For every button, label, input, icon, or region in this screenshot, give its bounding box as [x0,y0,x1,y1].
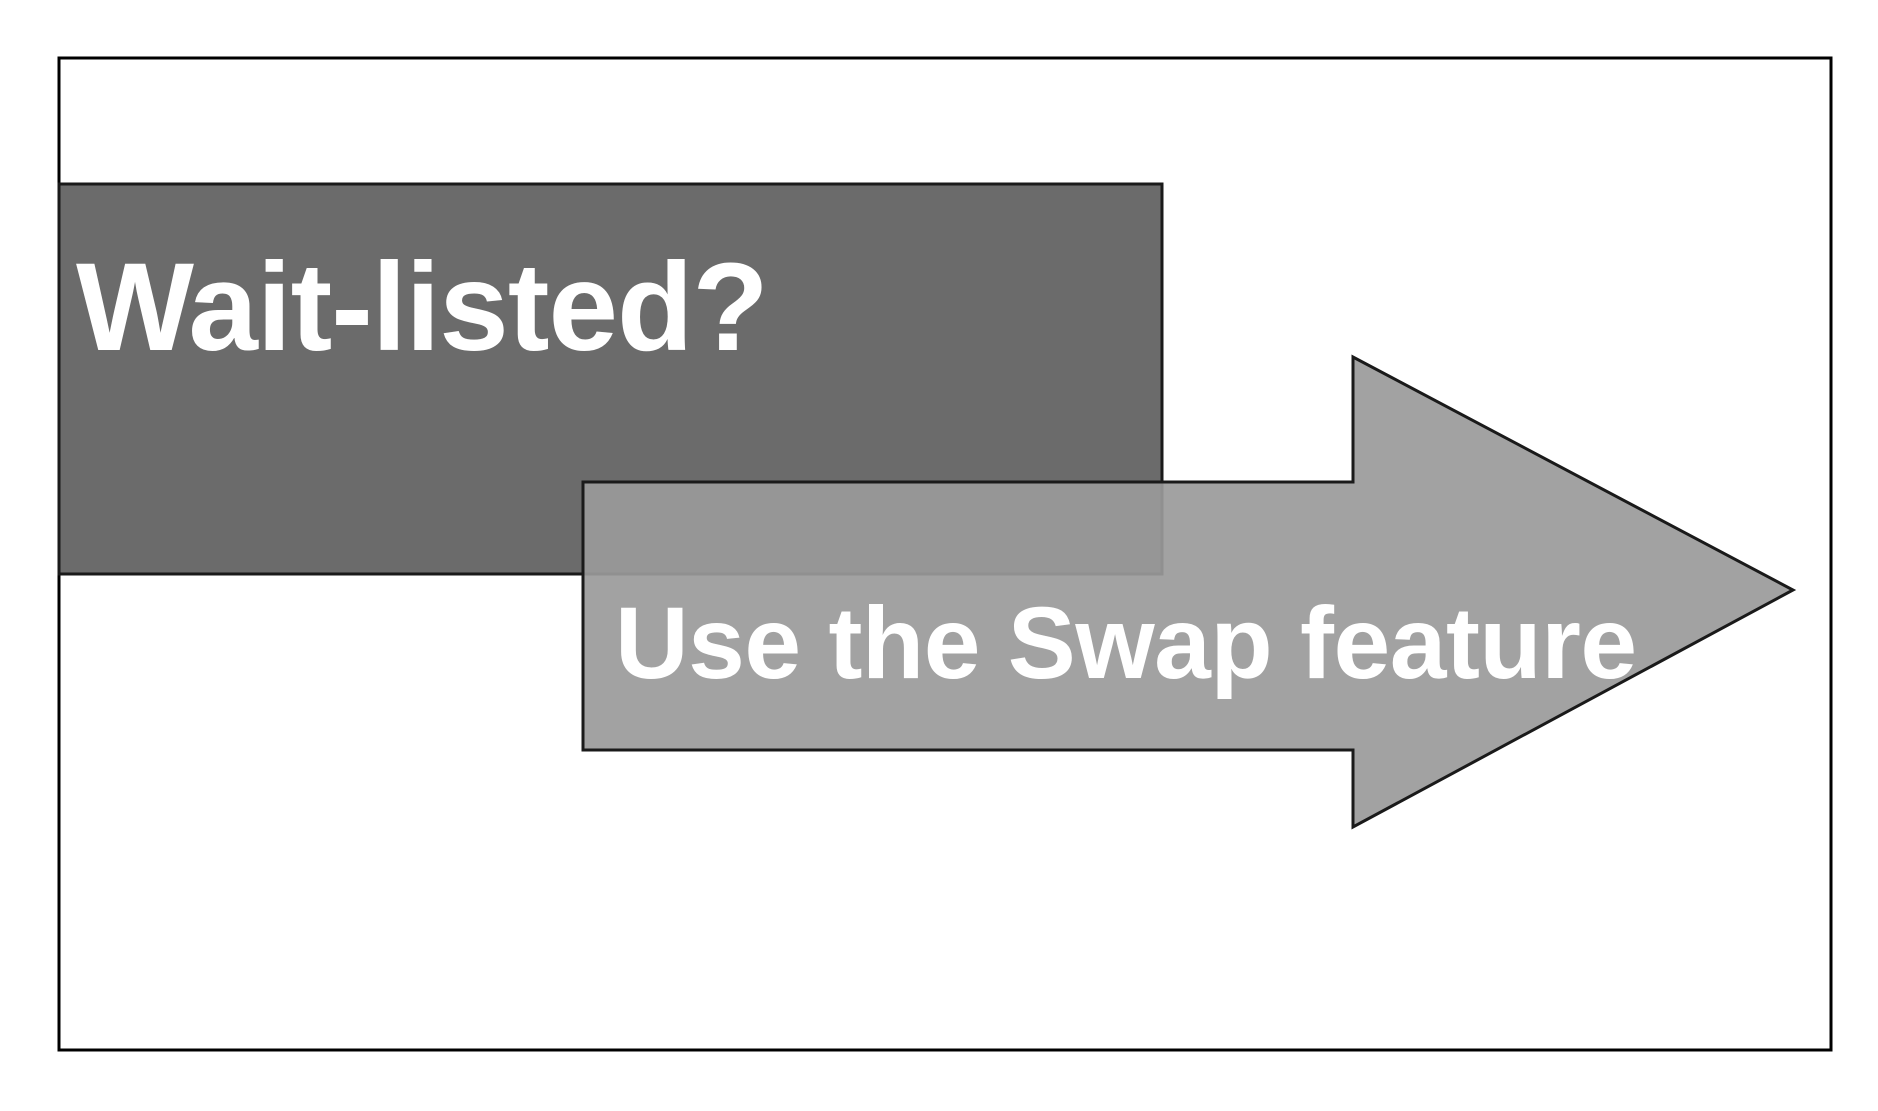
right-arrow-label: Use the Swap feature [615,586,1637,700]
callout-box-label: Wait-listed? [76,238,768,377]
swap-arrow-group[interactable]: Use the Swap feature [581,354,1797,830]
right-arrow-shape[interactable] [581,354,1797,830]
